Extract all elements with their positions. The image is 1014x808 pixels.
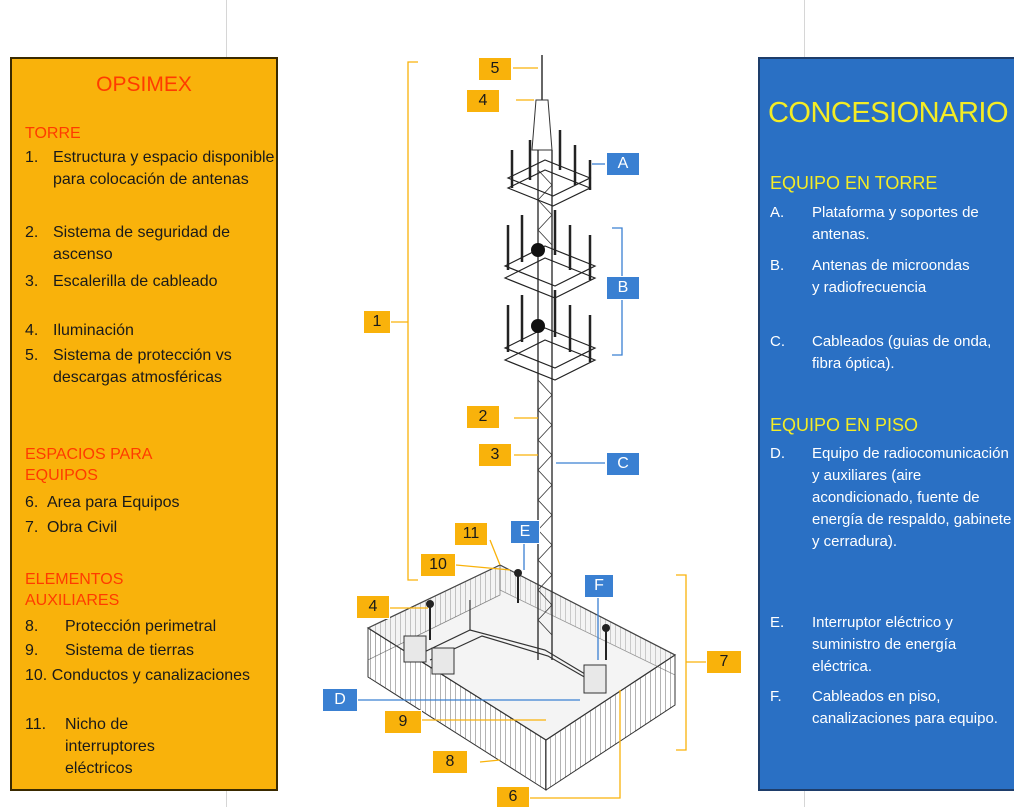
espacios-item-7: 7.Obra Civil <box>25 519 118 536</box>
equipo-piso-item-d: D.Equipo de radiocomunicación y auxiliar… <box>770 445 1012 550</box>
elementos-heading: ELEMENTOS AUXILIARES <box>25 571 124 609</box>
label-1: 1 <box>363 310 391 334</box>
opsimex-panel: OPSIMEX TORRE 1.Estructura y espacio dis… <box>10 57 278 791</box>
torre-item-1: 1.Estructura y espacio disponible para c… <box>25 149 275 188</box>
torre-item-4: 4.Iluminación <box>25 322 134 339</box>
label-5: 5 <box>478 57 512 81</box>
torre-heading: TORRE <box>25 125 81 142</box>
espacios-item-6: 6.Area para Equipos <box>25 494 180 511</box>
ground-conduit <box>417 600 601 687</box>
equipo-piso-heading: EQUIPO EN PISO <box>770 415 919 435</box>
callout-lines <box>390 61 706 799</box>
label-4-top: 4 <box>466 89 500 113</box>
compound-base <box>366 564 677 791</box>
equipo-torre-item-b: B.Antenas de microondas y radiofrecuenci… <box>770 257 970 296</box>
equipo-torre-heading: EQUIPO EN TORRE <box>770 173 938 193</box>
espacios-heading: ESPACIOS PARA EQUIPOS <box>25 446 152 484</box>
light-poles <box>429 574 607 660</box>
label-7: 7 <box>706 650 742 674</box>
label-f: F <box>584 574 614 598</box>
label-b: B <box>606 276 640 300</box>
callout-lines-blue <box>356 163 623 701</box>
equipo-piso-item-f: F.Cableados en piso, canalizaciones para… <box>770 688 998 727</box>
label-11: 11 <box>454 522 488 546</box>
concesionario-title: CONCESIONARIO <box>767 97 1009 129</box>
equipo-torre-item-c: C.Cableados (guias de onda, fibra óptica… <box>770 333 992 372</box>
concesionario-panel: CONCESIONARIO EQUIPO EN TORRE A.Platafor… <box>758 57 1014 791</box>
label-c: C <box>606 452 640 476</box>
equipo-piso-item-e: E.Interruptor eléctrico y suministro de … <box>770 614 957 675</box>
label-9: 9 <box>384 710 422 734</box>
elementos-item-10: 10. Conductos y canalizaciones <box>25 667 251 684</box>
elementos-item-9: 9.Sistema de tierras <box>25 642 194 659</box>
equipo-torre-item-a: A.Plataforma y soportes de antenas. <box>770 204 979 243</box>
label-8: 8 <box>432 750 468 774</box>
equipment-cabinets <box>403 635 607 694</box>
torre-item-2: 2.Sistema de seguridad de ascenso <box>25 224 230 263</box>
torre-item-3: 3.Escalerilla de cableado <box>25 273 218 290</box>
label-6: 6 <box>496 786 530 808</box>
label-3: 3 <box>478 443 512 467</box>
label-4-ground: 4 <box>356 595 390 619</box>
label-2: 2 <box>466 405 500 429</box>
label-e: E <box>510 520 540 544</box>
elementos-item-8: 8.Protección perimetral <box>25 618 217 635</box>
tower-mast <box>531 55 553 660</box>
label-d: D <box>322 688 358 712</box>
elementos-item-11: 11.Nicho de interruptores eléctricos <box>25 716 155 777</box>
opsimex-title: OPSIMEX <box>96 73 192 96</box>
torre-item-5: 5.Sistema de protección vs descargas atm… <box>25 347 232 386</box>
label-10: 10 <box>420 553 456 577</box>
antenna-platforms <box>503 130 597 381</box>
label-a: A <box>606 152 640 176</box>
